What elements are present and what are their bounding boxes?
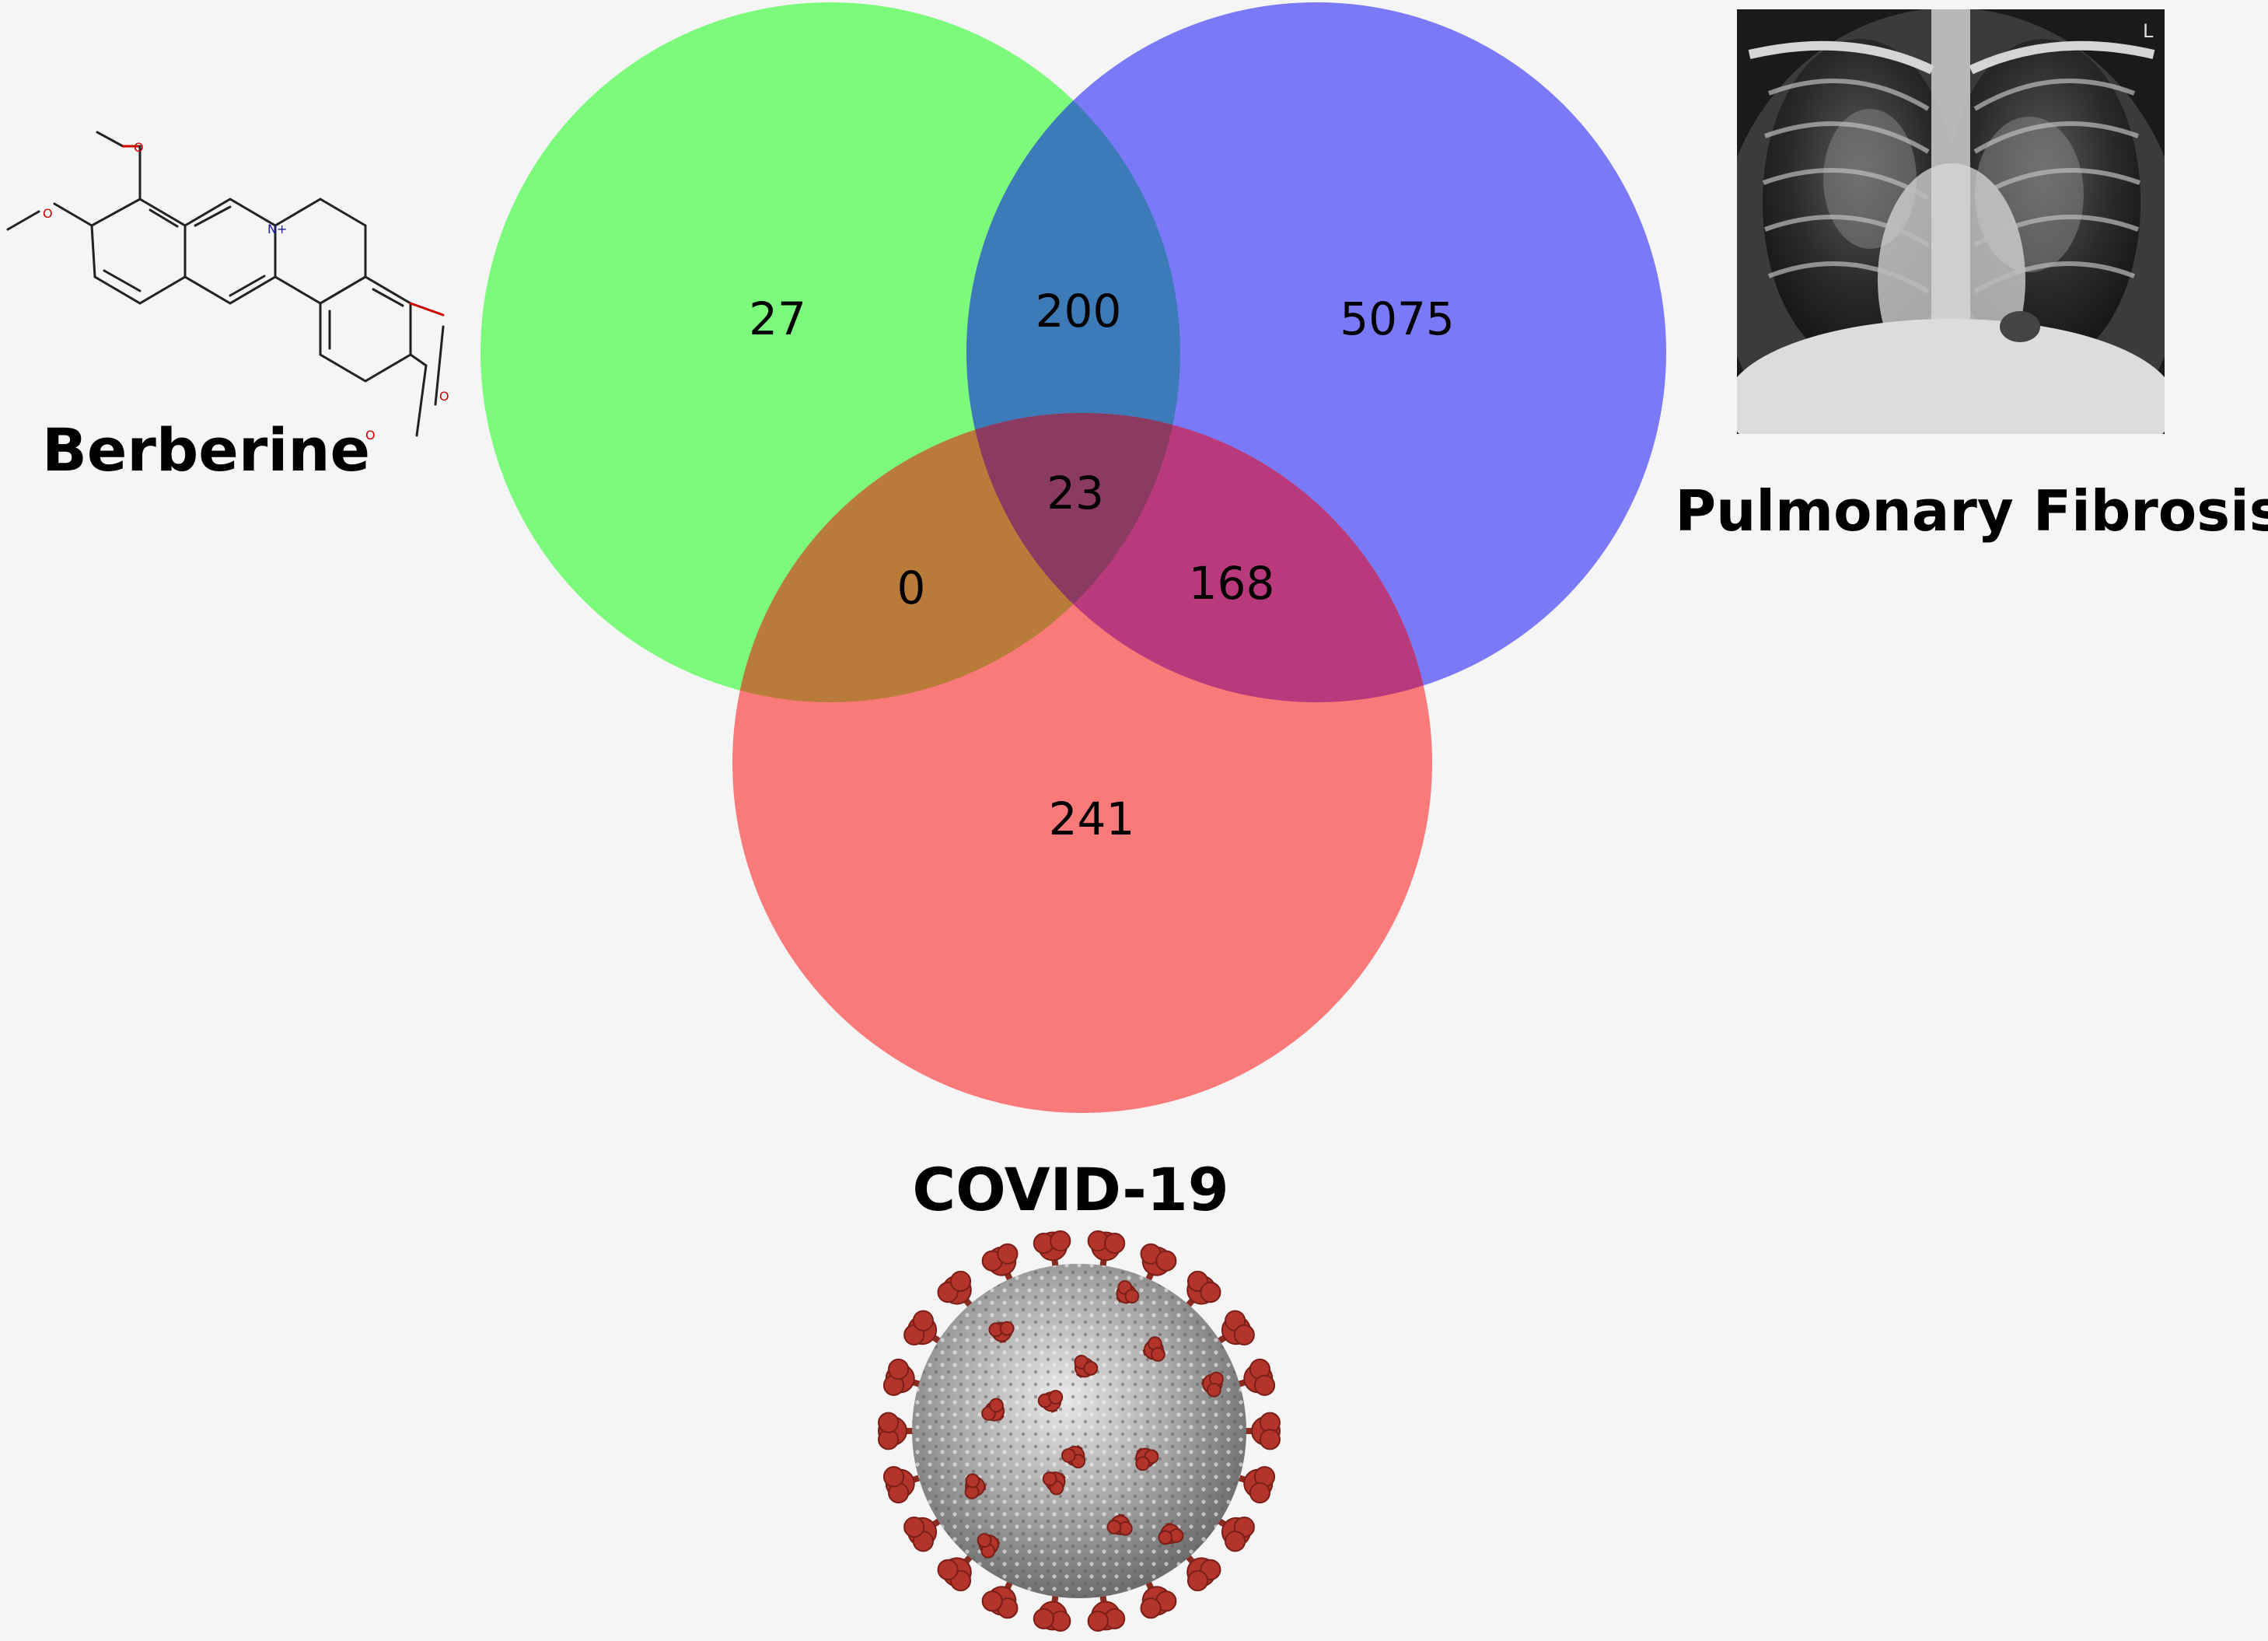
spike-head — [999, 1321, 1015, 1336]
spike-head — [1124, 1289, 1140, 1304]
spike-head — [1206, 1382, 1221, 1398]
spike-head — [882, 1466, 905, 1488]
atom-label: O — [134, 140, 144, 155]
atom-label: O — [43, 206, 53, 221]
coronavirus-illustration — [878, 1230, 1281, 1632]
spike-head — [912, 1310, 934, 1331]
spike-head — [989, 1398, 1004, 1413]
spike-head — [1048, 1390, 1064, 1405]
spike-head — [1087, 1610, 1109, 1632]
count-covid-only: 241 — [1049, 793, 1135, 845]
count-all-three: 23 — [1047, 467, 1104, 520]
count-fibrosis-covid: 168 — [1189, 557, 1275, 610]
spike-head — [1042, 1471, 1057, 1486]
spike-head — [1158, 1530, 1173, 1545]
spike-head — [1106, 1520, 1122, 1534]
spike-head — [977, 1533, 992, 1548]
berberine-structure-illustration — [6, 131, 445, 437]
spike-head — [1249, 1482, 1271, 1504]
spike-head — [1050, 1230, 1071, 1252]
spike-head — [887, 1358, 910, 1380]
region-counts: 27 200 5075 23 0 168 241 — [749, 285, 1455, 845]
spike-head — [1253, 1374, 1276, 1396]
virus-spikes — [878, 1230, 1281, 1632]
spike-head — [1200, 1282, 1221, 1303]
spike-head — [903, 1516, 925, 1538]
xray-side-marker: L — [2143, 20, 2154, 42]
atom-label: N+ — [267, 222, 287, 236]
spike-head — [878, 1412, 900, 1433]
fibrosis-covid-overlap — [966, 413, 1432, 702]
spike-head — [1135, 1456, 1151, 1471]
spike-head — [1140, 1597, 1162, 1619]
spike-head — [1155, 1250, 1177, 1272]
spike-head — [981, 1590, 1003, 1612]
atom-label: O — [439, 389, 449, 404]
spike-head — [1061, 1448, 1076, 1463]
count-berberine-only: 27 — [749, 292, 806, 345]
spike-head — [965, 1473, 980, 1489]
covid-label: COVID-19 — [912, 1155, 1228, 1224]
molecule-atom-labels: O O N+ O O — [43, 140, 449, 443]
berberine-covid-overlap — [732, 413, 1180, 702]
spike-head — [1151, 1347, 1165, 1362]
count-fibrosis-only: 5075 — [1340, 292, 1455, 345]
spike-head — [1186, 1569, 1209, 1592]
spike-head — [1083, 1360, 1099, 1376]
spike-head — [1259, 1429, 1281, 1450]
atom-label: O — [365, 428, 376, 443]
count-berberine-fibrosis: 200 — [1036, 285, 1122, 338]
virus-surface-spikes — [964, 1280, 1224, 1559]
berberine-label: Berberine — [42, 415, 370, 485]
pulmonary-fibrosis-label: Pulmonary Fibrosis — [1675, 478, 2268, 544]
spike-head — [1225, 1531, 1246, 1552]
spike-head — [949, 1270, 972, 1293]
spike-head — [937, 1559, 959, 1580]
count-berberine-covid: 0 — [897, 562, 926, 614]
venn-circles — [481, 2, 1666, 1113]
spike-head — [997, 1243, 1019, 1265]
spike-head — [1104, 1233, 1126, 1254]
spike-head — [1233, 1324, 1255, 1346]
virus-surface-texture — [912, 1264, 1246, 1598]
spike-head — [1033, 1608, 1054, 1629]
chest-xray-image: L — [1737, 9, 2165, 434]
